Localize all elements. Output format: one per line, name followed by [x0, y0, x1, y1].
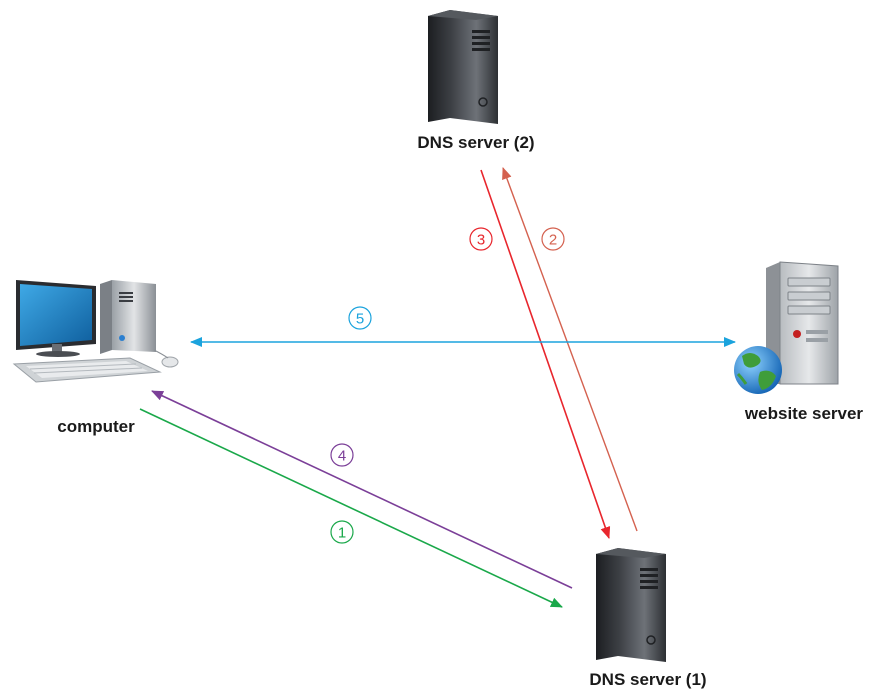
- step-1-arrow: [139, 408, 563, 608]
- website-server-icon: [766, 261, 839, 385]
- dns-server-1-icon: [596, 548, 666, 662]
- step-4-arrow: [151, 390, 573, 589]
- step-3-badge: 3: [469, 227, 493, 251]
- step-1-number: 1: [338, 525, 346, 542]
- step-2-number: 2: [549, 232, 557, 249]
- dns-server-2-icon: [428, 10, 498, 124]
- step-2-badge: 2: [541, 227, 565, 251]
- computer-label: computer: [57, 417, 135, 436]
- globe-icon: [734, 346, 782, 394]
- dns-server-2-label: DNS server (2): [417, 133, 534, 152]
- step-5-number: 5: [356, 311, 364, 328]
- step-1-badge: 1: [330, 520, 354, 544]
- step-3-arrow: [480, 169, 611, 539]
- computer-icon: [12, 280, 179, 383]
- step-2-arrow: [502, 167, 638, 532]
- step-4-number: 4: [338, 448, 346, 465]
- step-3-number: 3: [477, 232, 485, 249]
- step-5-badge: 5: [348, 306, 372, 330]
- dns-server-1-label: DNS server (1): [589, 670, 706, 689]
- step-4-badge: 4: [330, 443, 354, 467]
- website-server-label: website server: [744, 404, 864, 423]
